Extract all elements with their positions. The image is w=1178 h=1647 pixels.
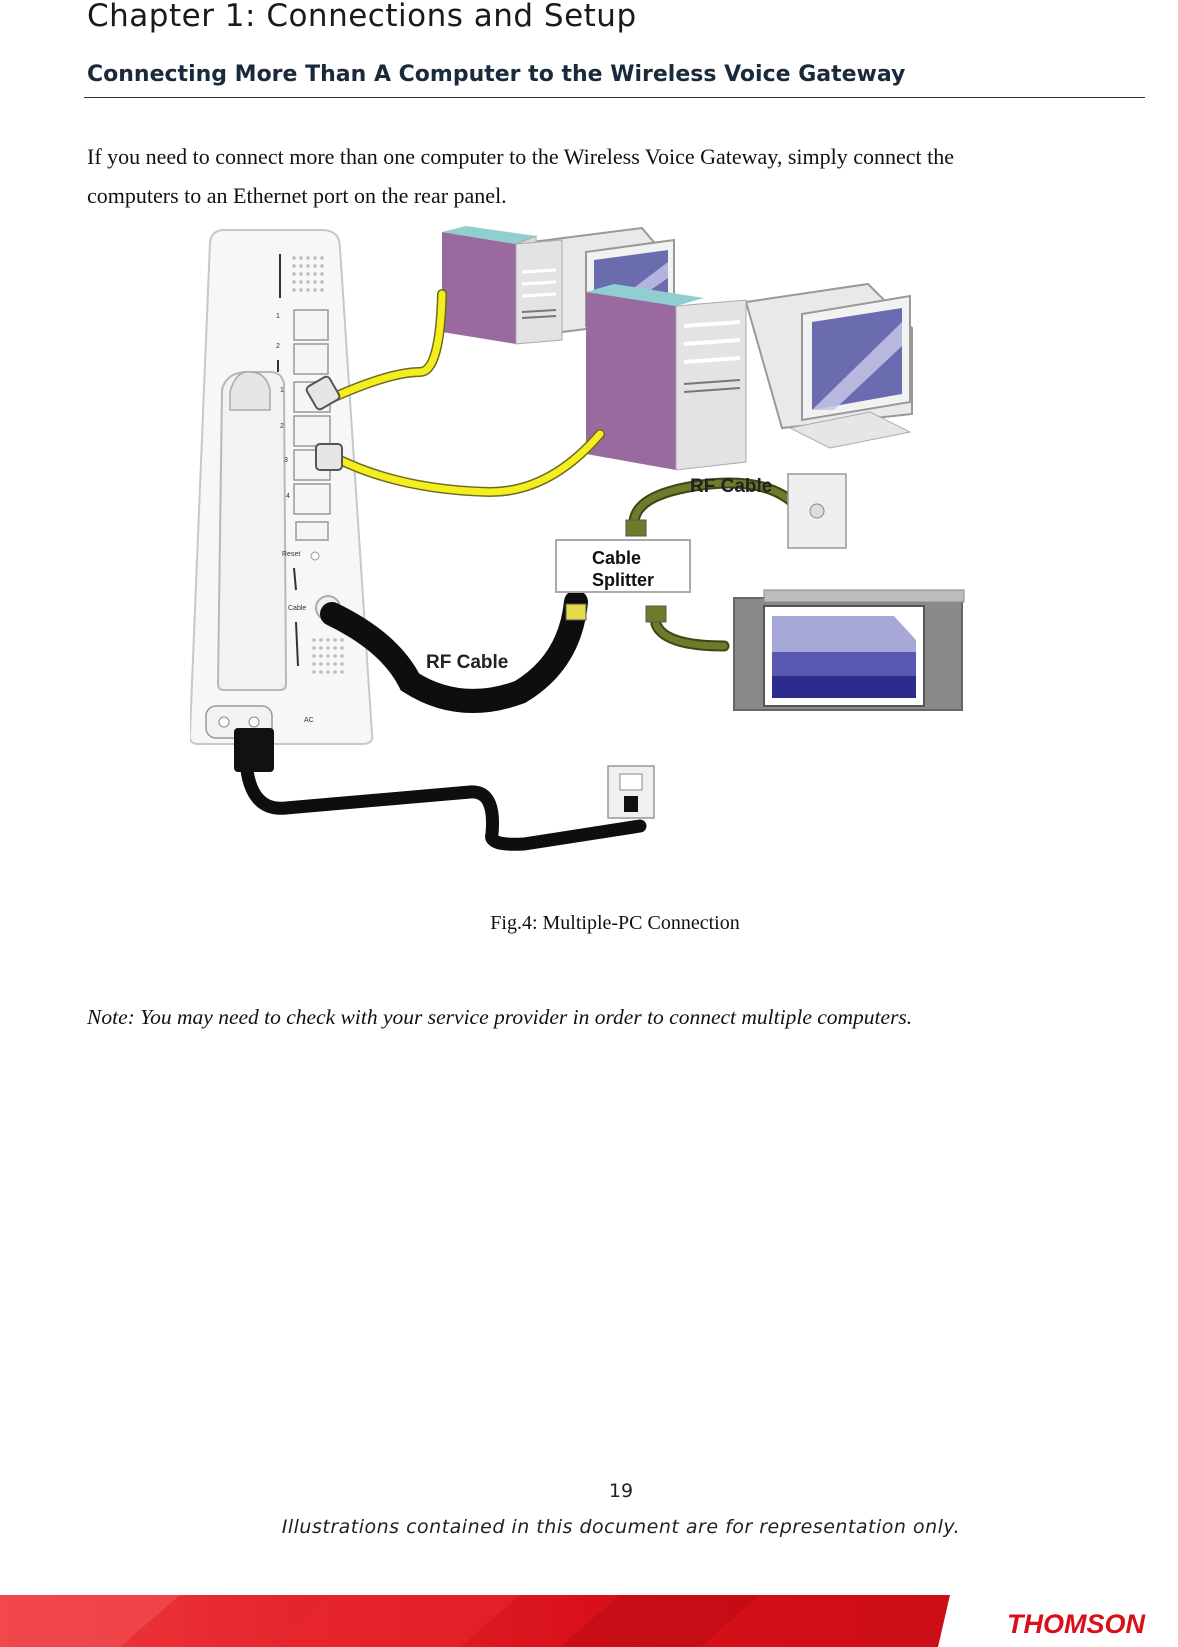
footer-brand-band: THOMSON [0, 1595, 1178, 1647]
gateway-device: 1 2 1 2 3 4 Reset Cable AC [190, 229, 374, 745]
page-number: 19 [608, 1480, 634, 1502]
port-label-2b: 2 [280, 423, 284, 430]
port-label-1b: 1 [280, 387, 284, 394]
splitter-label-line2: Splitter [592, 570, 654, 590]
television [733, 589, 965, 711]
port-label-cable: Cable [288, 605, 306, 612]
figure-caption: Fig.4: Multiple-PC Connection [490, 912, 740, 934]
cable-splitter: Cable Splitter [555, 539, 691, 593]
intro-line-2: computers to an Ethernet port on the rea… [87, 183, 507, 208]
rf-cable-label-top: RF Cable [690, 476, 772, 497]
section-heading: Connecting More Than A Computer to the W… [87, 62, 906, 87]
note-paragraph: Note: You may need to check with your se… [87, 1005, 913, 1029]
port-label-1a: 1 [276, 313, 280, 320]
chapter-title: Chapter 1: Connections and Setup [87, 0, 637, 34]
intro-paragraph: If you need to connect more than one com… [87, 137, 1087, 215]
splitter-label-line1: Cable [592, 548, 641, 568]
port-label-3: 3 [284, 457, 288, 464]
wall-coax-outlet [787, 473, 847, 549]
heading-rule [84, 97, 1145, 98]
coax-cables [320, 477, 806, 713]
power-wall-outlet [607, 765, 655, 819]
port-label-4: 4 [286, 493, 290, 500]
computer-2 [586, 282, 913, 471]
intro-line-1: If you need to connect more than one com… [87, 144, 955, 169]
thomson-logo: THOMSON [1007, 1609, 1145, 1639]
port-label-reset: Reset [282, 551, 300, 558]
power-cord [234, 728, 647, 851]
port-label-2a: 2 [276, 343, 280, 350]
disclaimer-footnote: Illustrations contained in this document… [281, 1516, 961, 1538]
rf-cable-label-bottom: RF Cable [426, 652, 508, 673]
port-label-ac: AC [304, 717, 314, 724]
multiple-pc-connection-diagram: 1 2 1 2 3 4 Reset Cable AC [190, 226, 965, 851]
ethernet-cables [305, 289, 605, 498]
